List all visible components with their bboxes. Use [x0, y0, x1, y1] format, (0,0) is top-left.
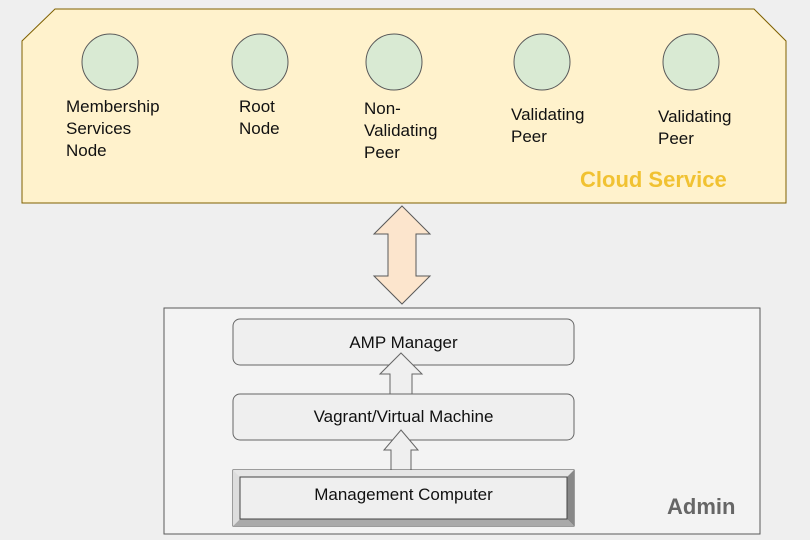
node-non-validating-peer [365, 33, 423, 91]
management-computer-box [232, 469, 575, 527]
bidirectional-arrow [372, 205, 432, 305]
node-label: Validating Peer [658, 107, 732, 148]
node-label: Root Node [239, 97, 280, 138]
cloud-service-title: Cloud Service [580, 167, 727, 192]
node-label: Non- Validating Peer [364, 99, 438, 162]
up-arrow-vm-to-amp [378, 352, 424, 395]
admin-title: Admin [667, 494, 736, 519]
node-membership-services [81, 33, 139, 91]
node-label: Validating Peer [511, 105, 585, 146]
node-validating-peer-2 [662, 33, 720, 91]
node-label: Membership Services Node [66, 97, 160, 160]
cloud-service-container [21, 8, 787, 204]
node-root [231, 33, 289, 91]
node-validating-peer-1 [513, 33, 571, 91]
amp-manager-label: AMP Manager [349, 333, 458, 352]
management-computer-label: Management Computer [314, 485, 493, 504]
vagrant-vm-label: Vagrant/Virtual Machine [313, 407, 494, 426]
